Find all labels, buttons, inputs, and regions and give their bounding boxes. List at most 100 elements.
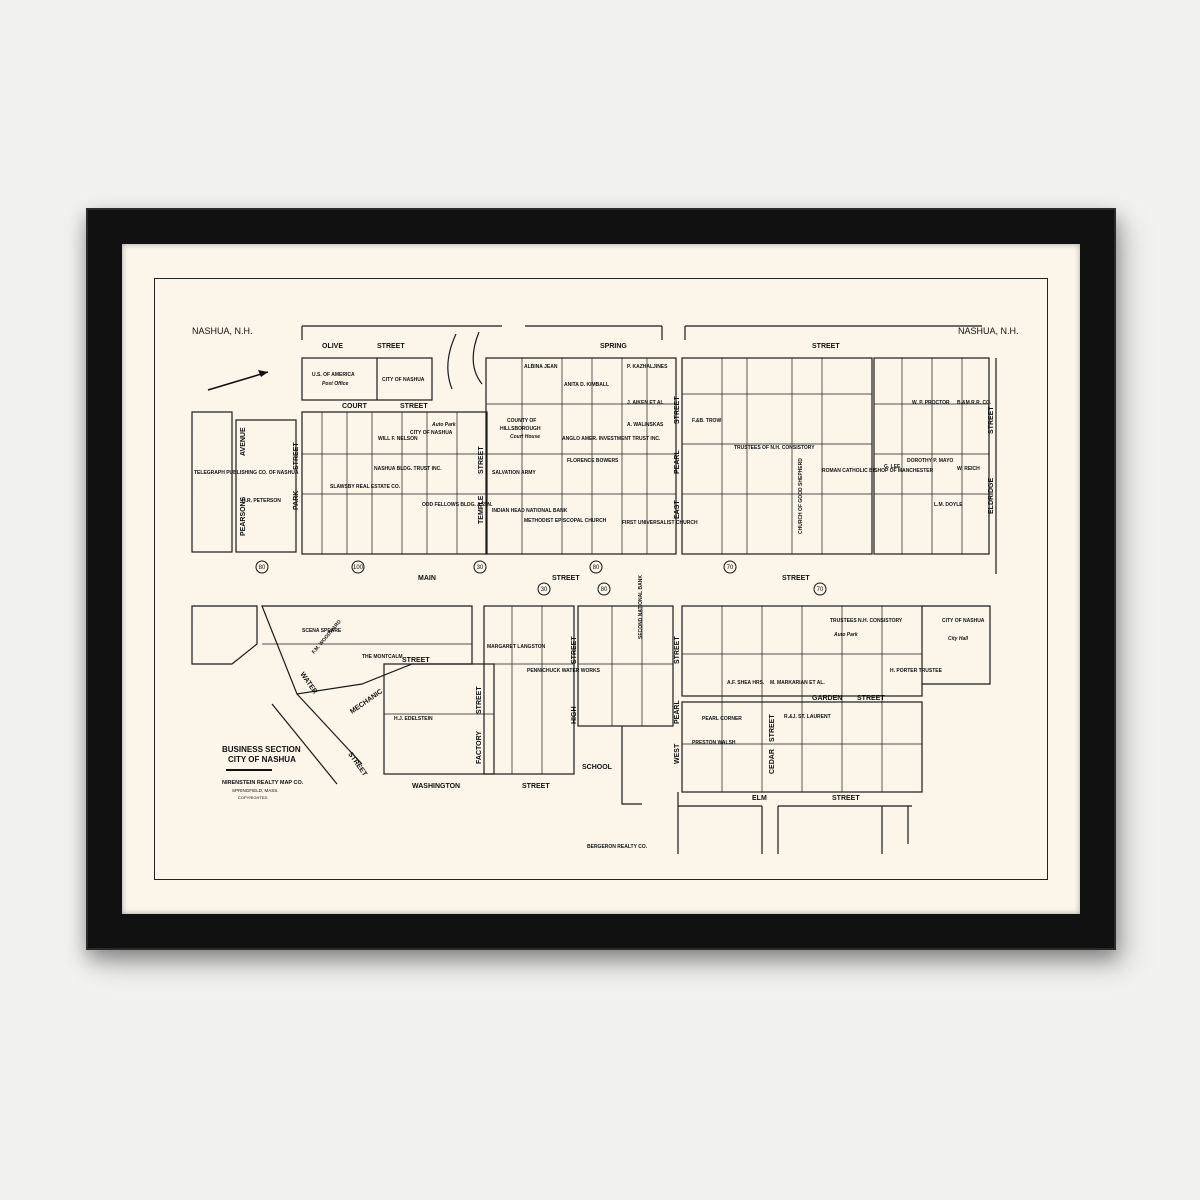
spring-label: SPRING	[600, 343, 627, 350]
cedar-street-label: STREET	[769, 714, 776, 742]
map-legend: BUSINESS SECTION CITY OF NASHUA NIRENSTE…	[222, 745, 304, 800]
parcel-the-montcalm: THE MONTCALM	[362, 654, 403, 660]
parcel-lm-doyle: L.M. DOYLE	[934, 502, 963, 508]
parcel-albina-jean: ALBINA JEAN	[524, 364, 558, 370]
elm-street-label: STREET	[832, 795, 860, 802]
eldridge-street-label: STREET	[988, 406, 995, 434]
parcel-g-lee: G. LEE	[884, 464, 901, 470]
parcel-pearl-corner: PEARL CORNER	[702, 716, 742, 722]
parcel-telegraph: TELEGRAPH PUBLISHING CO. OF NASHUA	[194, 470, 299, 476]
parcel-pennichuck: PENNICHUCK WATER WORKS	[527, 668, 601, 674]
court-street-label: STREET	[400, 403, 428, 410]
route-marker: 70	[727, 565, 734, 571]
mechanic-label: MECHANIC	[349, 688, 384, 715]
parcel-us-post-office: U.S. OF AMERICA	[312, 372, 355, 378]
park-label: PARK	[293, 491, 300, 510]
parcel-margaret-langston: MARGARET LANGSTON	[487, 644, 546, 650]
main-street-label: STREET	[552, 575, 580, 582]
small-street-label: STREET	[402, 657, 430, 664]
legend-city: SPRINGFIELD, MASS.	[232, 788, 279, 793]
parcel-hj-edelstein: H.J. EDELSTEIN	[394, 716, 433, 722]
factory-label: FACTORY	[476, 731, 483, 764]
north-arrow	[207, 370, 269, 391]
parcel-bergeron: BERGERON REALTY CO.	[587, 844, 648, 850]
parcel-rj-laurent: R.&J. ST. LAURENT	[784, 714, 831, 720]
parcel-auto-park-1: Auto Park	[431, 422, 456, 428]
route-marker: 30	[477, 565, 484, 571]
parcel-odd-fellows: ODD FELLOWS BLDG. ASSN.	[422, 502, 493, 508]
parcel-city-hall: City Hall	[948, 636, 969, 642]
parcel-markarian: M. MARKARIAN ET AL.	[770, 680, 825, 686]
parcel-bm-rr: B.&M.R.R. CO.	[957, 400, 992, 406]
garden-label: GARDEN	[812, 695, 842, 702]
title-left: NASHUA, N.H.	[192, 326, 253, 336]
parcel-scena-speare: SCENA SPEARE	[302, 628, 342, 634]
legend-publisher: NIRENSTEIN REALTY MAP CO.	[222, 780, 304, 786]
parcel-nashua-bldg: NASHUA BLDG. TRUST INC.	[374, 466, 442, 472]
garden-street-label: STREET	[857, 695, 885, 702]
route-marker: 100	[353, 565, 364, 571]
parcel-fb-trow: F.&B. TROW	[692, 418, 721, 424]
parcel-roman-catholic: ROMAN CATHOLIC BISHOP OF MANCHESTER	[822, 468, 934, 474]
legend-copyright: COPYRIGHTED	[238, 795, 267, 800]
parcel-salvation-army: SALVATION ARMY	[492, 470, 536, 476]
parcel-dorothy-mayo: DOROTHY P. MAYO	[907, 458, 953, 464]
cedar-label: CEDAR	[769, 749, 776, 774]
route-marker: 80	[259, 565, 266, 571]
olive-street-label: STREET	[377, 343, 405, 350]
east-street-label: STREET	[674, 396, 681, 424]
street-grid	[191, 325, 997, 854]
parcel-preston-walsh: PRESTON WALSH	[692, 740, 736, 746]
washington-street-label: STREET	[522, 783, 550, 790]
west-label: WEST	[674, 743, 681, 764]
west-street-label: STREET	[674, 636, 681, 664]
olive-label: OLIVE	[322, 343, 343, 350]
east-label: EAST	[674, 500, 681, 519]
parcel-walinskas: A. WALINSKAS	[627, 422, 664, 428]
school-label: SCHOOL	[582, 764, 613, 771]
court-label: COURT	[342, 403, 368, 410]
parcel-trustees-nh: TRUSTEES N.H. CONSISTORY	[830, 618, 903, 624]
parcel-second-national: SECOND NATIONAL BANK	[638, 575, 644, 639]
high-street-label: STREET	[571, 636, 578, 664]
park-street-label: STREET	[293, 442, 300, 470]
map-paper: NASHUA, N.H. NASHUA, N.H. OLIVE STREET S…	[122, 244, 1080, 914]
title-right: NASHUA, N.H.	[958, 326, 1019, 336]
parcel-wp-proctor: W. P. PROCTOR	[912, 400, 950, 406]
washington-label: WASHINGTON	[412, 783, 460, 790]
parcel-florence-bowers: FLORENCE BOWERS	[567, 458, 619, 464]
temple-street-label: STREET	[478, 446, 485, 474]
map-drawing: NASHUA, N.H. NASHUA, N.H. OLIVE STREET S…	[191, 325, 1019, 854]
water-street-label: STREET	[346, 751, 368, 778]
main-label: MAIN	[418, 575, 436, 582]
route-marker: 70	[817, 587, 824, 593]
route-markers: 80 100 30 80 70 30 80 70	[255, 560, 827, 596]
legend-line-2: CITY OF NASHUA	[228, 755, 296, 764]
temple-label: TEMPLE	[478, 495, 485, 524]
parcel-hr-peterson: H.R. PETERSON	[242, 498, 281, 504]
parcel-county: COUNTY OF	[507, 418, 536, 424]
avenue-label: AVENUE	[240, 427, 247, 456]
parcel-aiken: J. AIKEN ET AL	[627, 400, 664, 406]
parcel-hillsborough: HILLSBOROUGH	[500, 426, 541, 432]
west-pearl-label: PEARL	[674, 700, 681, 724]
parcel-w-reich: W. REICH	[957, 466, 980, 472]
parcel-methodist: METHODIST EPISCOPAL CHURCH	[524, 518, 607, 524]
parcel-kazhaljines: P. KAZHALJINES	[627, 364, 668, 370]
pearsons-label: PEARSONS	[240, 496, 247, 536]
map-border	[154, 278, 1048, 880]
parcel-city-nashua: CITY OF NASHUA	[410, 430, 453, 436]
parcel-trustees-consistory: TRUSTEES OF N.H. CONSISTORY	[734, 445, 815, 451]
parcel-city-nashua-top: CITY OF NASHUA	[382, 377, 425, 383]
eldridge-label: ELDRIDGE	[988, 478, 995, 515]
route-marker: 30	[541, 587, 548, 593]
elm-label: ELM	[752, 795, 767, 802]
parcel-city-nashua-hall: CITY OF NASHUA	[942, 618, 985, 624]
parcel-anglo-amer: ANGLO AMER. INVESTMENT TRUST INC.	[562, 436, 661, 442]
parcel-h-porter: H. PORTER TRUSTEE	[890, 668, 943, 674]
parcel-labels: U.S. OF AMERICA Post Office CITY OF NASH…	[194, 364, 992, 850]
factory-street-label: STREET	[476, 686, 483, 714]
parcel-anita-kimball: ANITA D. KIMBALL	[564, 382, 609, 388]
street-labels: OLIVE STREET SPRING STREET COURT STREET …	[240, 343, 995, 802]
parcel-post-office: Post Office	[322, 381, 349, 387]
